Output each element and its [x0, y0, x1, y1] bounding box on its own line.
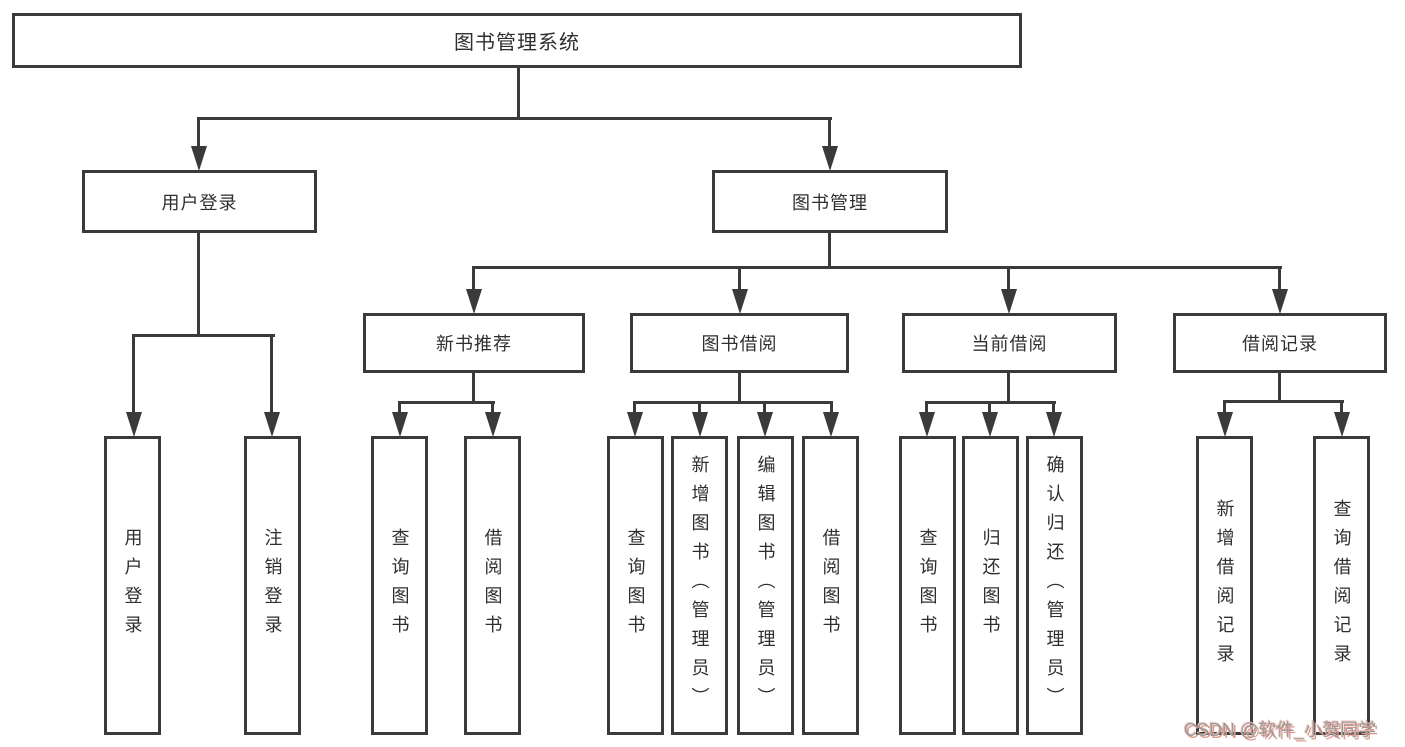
connector-line: [472, 266, 1282, 269]
connector-line: [830, 401, 833, 415]
node-leaf-confirm-return-admin: 确认归还（管理员）: [1026, 436, 1083, 735]
arrow-down-icon: [466, 289, 482, 314]
arrow-down-icon: [392, 412, 408, 437]
connector-line: [633, 401, 833, 404]
connector-line: [270, 334, 273, 416]
connector-line: [1223, 400, 1226, 415]
arrow-down-icon: [126, 412, 142, 437]
node-leaf-query-borrow-record: 查询借阅记录: [1313, 436, 1370, 735]
connector-line: [1052, 401, 1055, 415]
arrow-down-icon: [692, 412, 708, 437]
node-library-management-system: 图书管理系统: [12, 13, 1022, 68]
connector-line: [197, 117, 200, 150]
csdn-watermark: CSDN @软件_小贺同学: [1184, 720, 1377, 740]
connector-line: [633, 401, 636, 415]
node-leaf-edit-books-admin: 编辑图书（管理员）: [737, 436, 794, 735]
node-book-management: 图书管理: [712, 170, 948, 233]
connector-line: [763, 401, 766, 415]
arrow-down-icon: [485, 412, 501, 437]
node-current-borrowing: 当前借阅: [902, 313, 1117, 373]
node-leaf-user-login: 用户登录: [104, 436, 161, 735]
connector-line: [197, 233, 200, 337]
node-leaf-borrow-books-1: 借阅图书: [464, 436, 521, 735]
connector-line: [1223, 400, 1344, 403]
node-leaf-query-books-3: 查询图书: [899, 436, 956, 735]
connector-line: [1007, 266, 1010, 292]
node-new-book-recommend: 新书推荐: [363, 313, 585, 373]
connector-line: [398, 401, 401, 415]
arrow-down-icon: [627, 412, 643, 437]
connector-line: [517, 68, 520, 119]
arrow-down-icon: [757, 412, 773, 437]
connector-line: [472, 373, 475, 404]
connector-line: [925, 401, 928, 415]
connector-line: [988, 401, 991, 415]
arrow-down-icon: [1046, 412, 1062, 437]
arrow-down-icon: [732, 289, 748, 314]
connector-line: [197, 117, 832, 120]
arrow-down-icon: [1001, 289, 1017, 314]
connector-line: [132, 334, 275, 337]
arrow-down-icon: [822, 146, 838, 171]
connector-line: [132, 334, 135, 416]
arrow-down-icon: [1217, 412, 1233, 437]
node-leaf-return-books: 归还图书: [962, 436, 1019, 735]
connector-line: [472, 266, 475, 292]
connector-line: [738, 266, 741, 292]
node-leaf-add-borrow-record: 新增借阅记录: [1196, 436, 1253, 735]
connector-line: [828, 233, 831, 269]
connector-line: [738, 373, 741, 404]
node-leaf-query-books-1: 查询图书: [371, 436, 428, 735]
connector-line: [1278, 373, 1281, 403]
connector-line: [491, 401, 494, 415]
node-leaf-borrow-books-2: 借阅图书: [802, 436, 859, 735]
node-user-login: 用户登录: [82, 170, 317, 233]
connector-line: [698, 401, 701, 415]
connector-line: [398, 401, 495, 404]
arrow-down-icon: [191, 146, 207, 171]
connector-line: [1340, 400, 1343, 415]
connector-line: [1278, 266, 1281, 292]
node-leaf-add-books-admin: 新增图书（管理员）: [671, 436, 728, 735]
node-borrowing-records: 借阅记录: [1173, 313, 1387, 373]
arrow-down-icon: [982, 412, 998, 437]
connector-line: [828, 117, 831, 150]
arrow-down-icon: [1334, 412, 1350, 437]
arrow-down-icon: [1272, 289, 1288, 314]
arrow-down-icon: [264, 412, 280, 437]
node-leaf-logout: 注销登录: [244, 436, 301, 735]
arrow-down-icon: [919, 412, 935, 437]
connector-line: [1007, 373, 1010, 404]
node-book-borrowing: 图书借阅: [630, 313, 849, 373]
arrow-down-icon: [823, 412, 839, 437]
node-leaf-query-books-2: 查询图书: [607, 436, 664, 735]
